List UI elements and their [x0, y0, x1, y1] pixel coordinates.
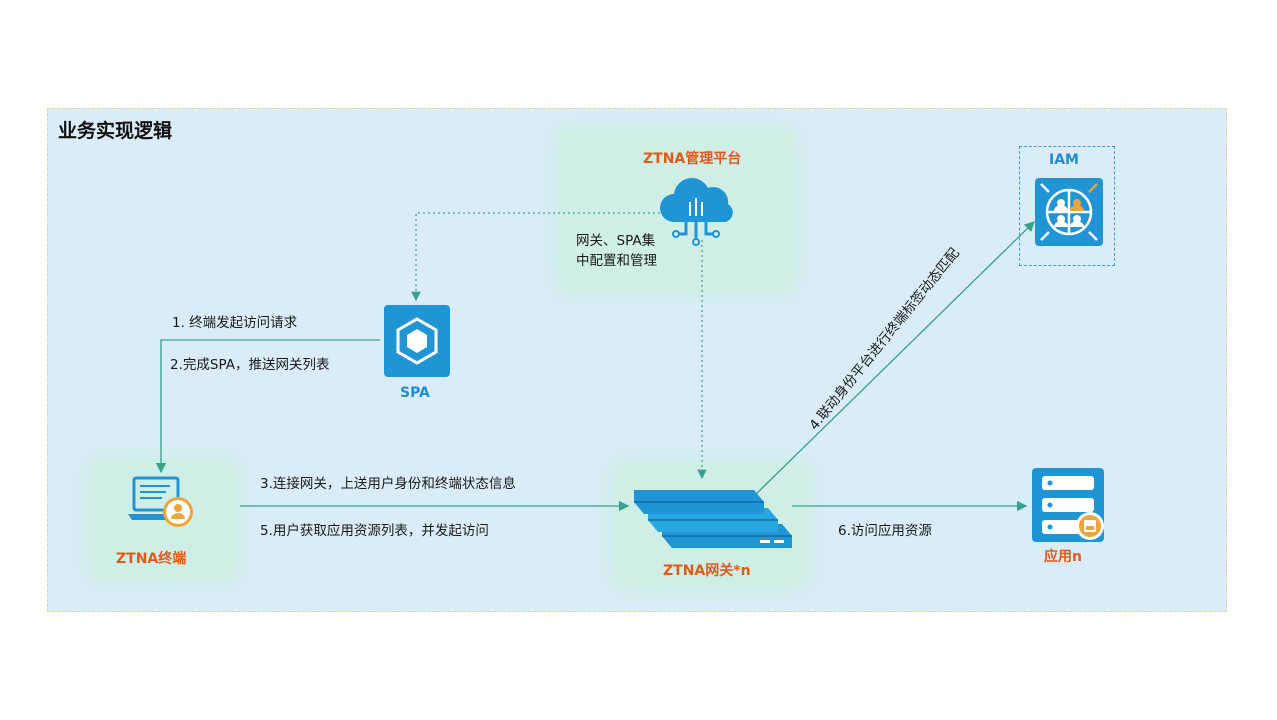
step-2-label: 2.完成SPA，推送网关列表: [170, 357, 330, 373]
iam-title: IAM: [1049, 152, 1079, 168]
gateway-title: ZTNA网关*n: [663, 563, 751, 579]
step-6-label: 6.访问应用资源: [838, 523, 932, 539]
gateway-to-iam-line: [751, 221, 1035, 499]
step-1-label: 1. 终端发起访问请求: [172, 315, 298, 331]
diagram-title: 业务实现逻辑: [58, 120, 173, 142]
spa-title: SPA: [400, 385, 430, 401]
cloud-icon: [660, 178, 733, 246]
iam-dashed-box: [1019, 146, 1115, 266]
laptop-user-icon: [128, 476, 193, 527]
terminal-title: ZTNA终端: [116, 551, 187, 567]
app-title: 应用n: [1044, 549, 1082, 565]
platform-title: ZTNA管理平台: [643, 151, 742, 167]
spa-cube-icon: [384, 305, 450, 377]
iam-users-icon: [1035, 178, 1103, 246]
spa-to-terminal-line: [155, 339, 380, 474]
platform-note-line2: 中配置和管理: [576, 253, 657, 269]
platform-note-line1: 网关、SPA集: [576, 233, 656, 249]
step-5-label: 5.用户获取应用资源列表，并发起访问: [260, 523, 489, 539]
platform-to-spa-line: [411, 212, 660, 302]
app-server-icon: [1032, 468, 1104, 542]
step-3-label: 3.连接网关，上送用户身份和终端状态信息: [260, 476, 516, 492]
gateway-servers-icon: [634, 490, 792, 548]
